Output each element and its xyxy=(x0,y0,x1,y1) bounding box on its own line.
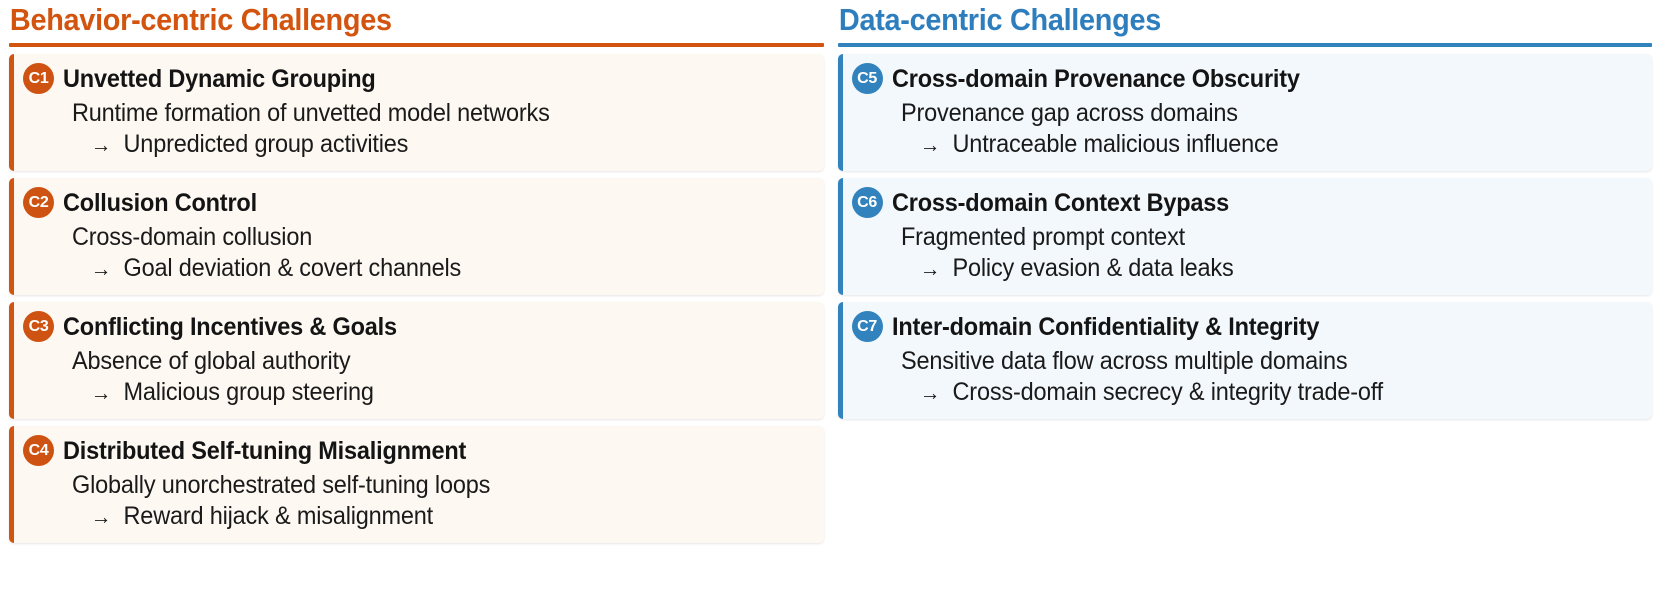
arrow-right-icon: → xyxy=(90,132,112,157)
challenge-title: Conflicting Incentives & Goals xyxy=(63,312,397,341)
card-header: C2 Collusion Control xyxy=(9,187,812,218)
challenge-title: Inter-domain Confidentiality & Integrity xyxy=(891,312,1319,341)
challenge-impact-row: → Goal deviation & covert channels xyxy=(72,253,767,284)
challenge-description: Globally unorchestrated self-tuning loop… xyxy=(72,471,491,499)
arrow-right-icon: → xyxy=(90,256,112,281)
challenge-badge-c2: C2 xyxy=(23,187,54,218)
challenge-title: Distributed Self-tuning Misalignment xyxy=(63,436,467,465)
card-accent-bar xyxy=(9,54,14,171)
challenge-impact: Cross-domain secrecy & integrity trade-o… xyxy=(952,378,1383,406)
challenge-badge-c3: C3 xyxy=(23,311,54,342)
card-header: C6 Cross-domain Context Bypass xyxy=(838,187,1641,218)
challenge-card-c2[interactable]: C2 Collusion Control Cross-domain collus… xyxy=(9,178,824,295)
challenge-description: Fragmented prompt context xyxy=(900,223,1185,251)
card-body: Cross-domain collusion → Goal deviation … xyxy=(9,222,812,284)
card-header: C1 Unvetted Dynamic Grouping xyxy=(9,63,812,94)
challenge-impact: Goal deviation & covert channels xyxy=(123,254,462,282)
challenge-impact-row: → Policy evasion & data leaks xyxy=(901,253,1596,284)
card-body: Provenance gap across domains → Untracea… xyxy=(838,98,1641,160)
challenge-card-c6[interactable]: C6 Cross-domain Context Bypass Fragmente… xyxy=(837,178,1652,295)
challenge-card-c5[interactable]: C5 Cross-domain Provenance Obscurity Pro… xyxy=(837,54,1652,171)
card-accent-bar xyxy=(9,178,14,295)
card-body: Fragmented prompt context → Policy evasi… xyxy=(838,222,1641,284)
challenge-impact: Unpredicted group activities xyxy=(123,130,409,158)
card-list-data-centric: C5 Cross-domain Provenance Obscurity Pro… xyxy=(837,54,1652,419)
card-body: Globally unorchestrated self-tuning loop… xyxy=(9,470,812,532)
challenge-badge-c5: C5 xyxy=(851,63,883,94)
challenge-badge-c1: C1 xyxy=(23,63,54,94)
challenge-badge-c4: C4 xyxy=(23,435,54,466)
challenge-impact-row: → Malicious group steering xyxy=(72,377,767,408)
challenge-description: Cross-domain collusion xyxy=(72,223,313,251)
challenge-title: Unvetted Dynamic Grouping xyxy=(63,64,376,93)
challenge-description: Provenance gap across domains xyxy=(900,99,1238,127)
challenge-title: Cross-domain Provenance Obscurity xyxy=(891,64,1300,93)
column-data-centric: Data-centric Challenges C5 Cross-domain … xyxy=(837,0,1652,602)
column-behavior-centric: Behavior-centric Challenges C1 Unvetted … xyxy=(9,0,824,602)
challenge-impact: Malicious group steering xyxy=(123,378,374,406)
card-header: C3 Conflicting Incentives & Goals xyxy=(9,311,812,342)
challenge-badge-c7: C7 xyxy=(851,311,883,342)
column-header-behavior-centric: Behavior-centric Challenges xyxy=(9,2,392,37)
card-body: Runtime formation of unvetted model netw… xyxy=(9,98,812,160)
card-header: C4 Distributed Self-tuning Misalignment xyxy=(9,435,812,466)
card-accent-bar xyxy=(9,302,14,419)
card-accent-bar xyxy=(837,54,843,171)
card-accent-bar xyxy=(837,302,843,419)
challenge-badge-c6: C6 xyxy=(851,187,883,218)
card-body: Absence of global authority → Malicious … xyxy=(9,346,812,408)
challenge-impact-row: → Cross-domain secrecy & integrity trade… xyxy=(901,377,1596,408)
challenge-impact-row: → Unpredicted group activities xyxy=(72,129,767,160)
challenge-card-c7[interactable]: C7 Inter-domain Confidentiality & Integr… xyxy=(837,302,1652,419)
challenge-card-c4[interactable]: C4 Distributed Self-tuning Misalignment … xyxy=(9,426,824,543)
arrow-right-icon: → xyxy=(919,132,940,157)
challenge-title: Collusion Control xyxy=(63,188,257,217)
column-rule-data-centric xyxy=(837,43,1652,47)
challenge-description: Runtime formation of unvetted model netw… xyxy=(72,99,550,127)
card-body: Sensitive data flow across multiple doma… xyxy=(838,346,1641,408)
arrow-right-icon: → xyxy=(90,504,112,529)
challenge-impact: Policy evasion & data leaks xyxy=(952,254,1234,282)
arrow-right-icon: → xyxy=(90,380,112,405)
card-accent-bar xyxy=(837,178,843,295)
challenge-card-c3[interactable]: C3 Conflicting Incentives & Goals Absenc… xyxy=(9,302,824,419)
column-header-data-centric: Data-centric Challenges xyxy=(838,2,1161,37)
challenge-impact-row: → Untraceable malicious influence xyxy=(901,129,1596,160)
card-list-behavior-centric: C1 Unvetted Dynamic Grouping Runtime for… xyxy=(9,54,824,543)
card-header: C5 Cross-domain Provenance Obscurity xyxy=(838,63,1641,94)
challenge-description: Absence of global authority xyxy=(72,347,351,375)
card-header: C7 Inter-domain Confidentiality & Integr… xyxy=(838,311,1641,342)
challenge-impact-row: → Reward hijack & misalignment xyxy=(72,501,767,532)
challenge-card-c1[interactable]: C1 Unvetted Dynamic Grouping Runtime for… xyxy=(9,54,824,171)
card-accent-bar xyxy=(9,426,14,543)
challenge-description: Sensitive data flow across multiple doma… xyxy=(900,347,1348,375)
challenge-impact: Untraceable malicious influence xyxy=(952,130,1278,158)
arrow-right-icon: → xyxy=(919,380,940,405)
challenge-title: Cross-domain Context Bypass xyxy=(891,188,1229,217)
arrow-right-icon: → xyxy=(919,256,940,281)
column-rule-behavior-centric xyxy=(9,43,824,47)
challenge-impact: Reward hijack & misalignment xyxy=(123,502,434,530)
